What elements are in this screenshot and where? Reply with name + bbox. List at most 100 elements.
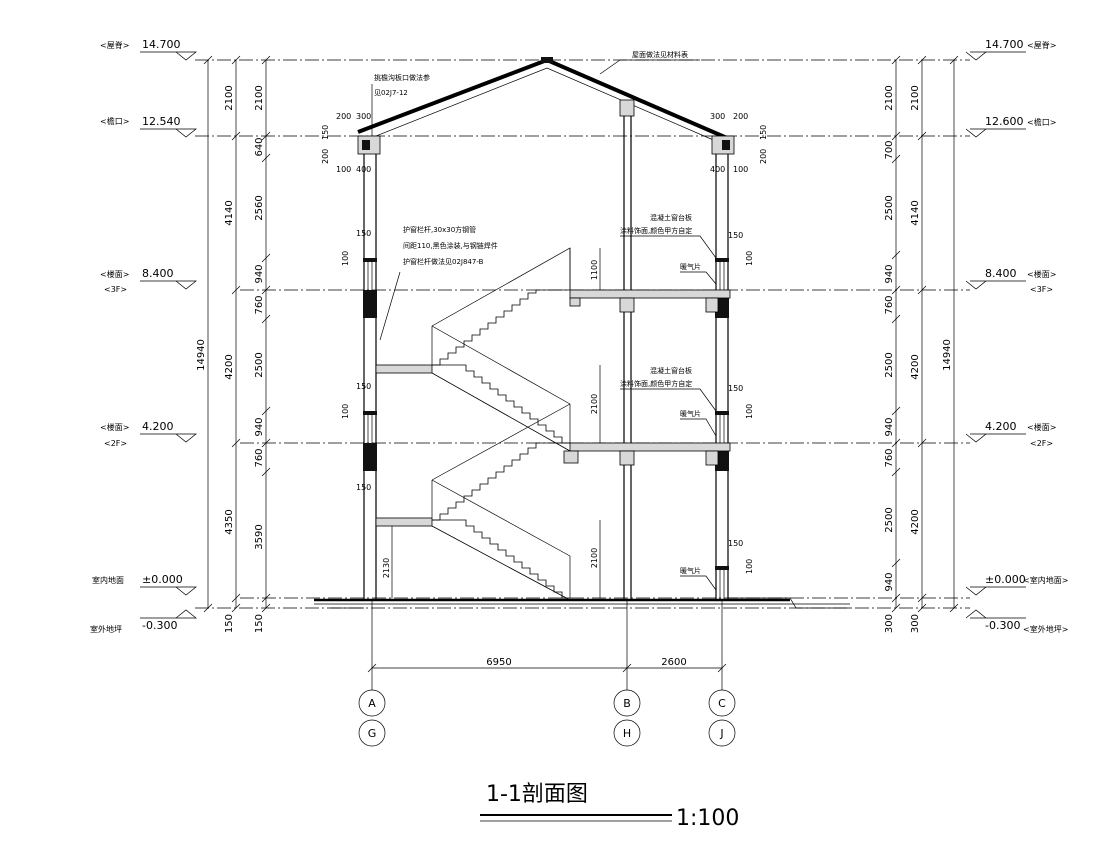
dim-label: 100 <box>733 165 748 174</box>
drawing-scale: 1:100 <box>676 806 739 831</box>
dim-label: 300 <box>884 614 895 633</box>
dim-label: 300 <box>356 112 371 121</box>
axis-label: H <box>623 727 631 740</box>
dim-label: 300 <box>910 614 921 633</box>
dim-label: 150 <box>321 125 330 140</box>
axis-a-bubble: A G <box>358 689 386 747</box>
level-name: <楼面> <box>1027 269 1056 279</box>
dim-label: 200 <box>733 112 748 121</box>
dim-label: 6950 <box>486 657 511 668</box>
dim-label: 300 <box>710 112 725 121</box>
drawing-title-block: 1-1剖面图 1:100 <box>480 782 739 831</box>
level-name: <檐口> <box>1027 117 1056 127</box>
note-window-1: 混凝土窗台板 <box>650 213 692 222</box>
level-value: 14.700 <box>985 38 1024 51</box>
dim-label: 150 <box>728 231 743 240</box>
dim-label: 150 <box>356 382 371 391</box>
right-level-markers: 14.700 <屋脊> 12.600 <檐口> 8.400 <楼面> <3F> … <box>965 38 1068 634</box>
floor-tag: <3F> <box>104 285 127 294</box>
dim-label: 2500 <box>884 195 895 220</box>
level-lines <box>195 59 970 609</box>
level-value: 4.200 <box>985 420 1017 433</box>
dim-label: 3590 <box>254 524 265 549</box>
eave-dimensions: 200 300 200 150 100 400 300 200 150 200 … <box>321 112 768 574</box>
slab-3f <box>569 289 731 299</box>
axis-label: J <box>719 727 723 740</box>
level-value: ±0.000 <box>142 573 183 586</box>
level-value: 14.700 <box>142 38 181 51</box>
right-dimensions: 2100 700 2500 940 760 2500 940 760 2500 … <box>884 55 959 633</box>
annotations: 屋面做法见材料表 挑檐沟板口做法参 见02J7-12 护窗栏杆,30x30方钢管… <box>371 50 717 591</box>
floor-tag: <2F> <box>104 439 127 448</box>
dim-label: 4200 <box>910 509 921 534</box>
dim-label: 150 <box>356 483 371 492</box>
note-vent-2: 暖气片 <box>680 409 701 418</box>
level-value: 8.400 <box>142 267 174 280</box>
dim-label: 760 <box>884 448 895 467</box>
building-section <box>314 57 850 609</box>
note-vent-1: 暖气片 <box>680 262 701 271</box>
bottom-dimensions: 6950 2600 A G B H C J <box>358 600 736 747</box>
note-window-4: 涂料饰面,颜色甲方自定 <box>620 379 692 388</box>
dim-label: 2500 <box>254 352 265 377</box>
dim-label: 150 <box>356 229 371 238</box>
level-name: <室外地坪> <box>1023 624 1068 634</box>
level-value: -0.300 <box>985 619 1020 632</box>
note-window-2: 涂料饰面,颜色甲方自定 <box>620 226 692 235</box>
dim-label: 100 <box>341 404 350 419</box>
dim-label: 760 <box>254 295 265 314</box>
left-dimensions: 14940 2100 4140 4200 4350 150 2100 640 2… <box>196 55 271 633</box>
floor-tag: <3F> <box>1030 285 1053 294</box>
level-name: <楼面> <box>1027 422 1056 432</box>
dim-label: 100 <box>336 165 351 174</box>
left-level-markers: <屋脊> 14.700 <檐口> 12.540 <楼面> 8.400 <3F> … <box>90 38 197 634</box>
dim-label: 150 <box>759 125 768 140</box>
dim-label: 940 <box>884 417 895 436</box>
floor-tag: <2F> <box>1030 439 1053 448</box>
dim-label: 2100 <box>884 85 895 110</box>
level-name: <屋脊> <box>100 40 129 50</box>
dim-label: 150 <box>224 614 235 633</box>
level-name: <室内地面> <box>1023 575 1068 585</box>
dim-label: 2100 <box>590 548 599 568</box>
dim-label: 2600 <box>661 657 686 668</box>
level-name: 室内地面 <box>92 575 124 585</box>
dim-label: 100 <box>745 559 754 574</box>
landing-lower <box>375 517 433 527</box>
level-value: ±0.000 <box>985 573 1026 586</box>
level-value: -0.300 <box>142 619 177 632</box>
level-value: 4.200 <box>142 420 174 433</box>
level-name: <屋脊> <box>1027 40 1056 50</box>
slab-2f <box>569 442 731 452</box>
dim-label: 760 <box>254 448 265 467</box>
dim-label: 4200 <box>910 354 921 379</box>
dim-total: 14940 <box>942 339 953 371</box>
level-value: 12.600 <box>985 115 1024 128</box>
level-value: 12.540 <box>142 115 181 128</box>
note-roof: 屋面做法见材料表 <box>632 50 688 59</box>
dim-label: 2500 <box>884 352 895 377</box>
dim-label: 2100 <box>224 85 235 110</box>
dim-label: 2100 <box>590 394 599 414</box>
dim-label: 150 <box>254 614 265 633</box>
dim-label: 4200 <box>224 354 235 379</box>
axis-label: C <box>718 697 726 710</box>
dim-label: 700 <box>884 140 895 159</box>
drawing-title: 1-1剖面图 <box>486 782 588 807</box>
level-name: <檐口> <box>100 116 129 126</box>
axis-label: A <box>368 697 376 710</box>
dim-label: 760 <box>884 295 895 314</box>
dim-label: 940 <box>254 417 265 436</box>
note-eave-2: 见02J7-12 <box>374 89 408 97</box>
dim-label: 100 <box>745 251 754 266</box>
level-name: <楼面> <box>100 422 129 432</box>
dim-label: 150 <box>728 384 743 393</box>
note-window-3: 混凝土窗台板 <box>650 366 692 375</box>
dim-label: 2100 <box>254 85 265 110</box>
dim-label: 200 <box>759 149 768 164</box>
roof-line <box>357 57 728 140</box>
dim-label: 2560 <box>254 195 265 220</box>
level-name: 室外地坪 <box>90 624 122 634</box>
dim-label: 150 <box>728 539 743 548</box>
